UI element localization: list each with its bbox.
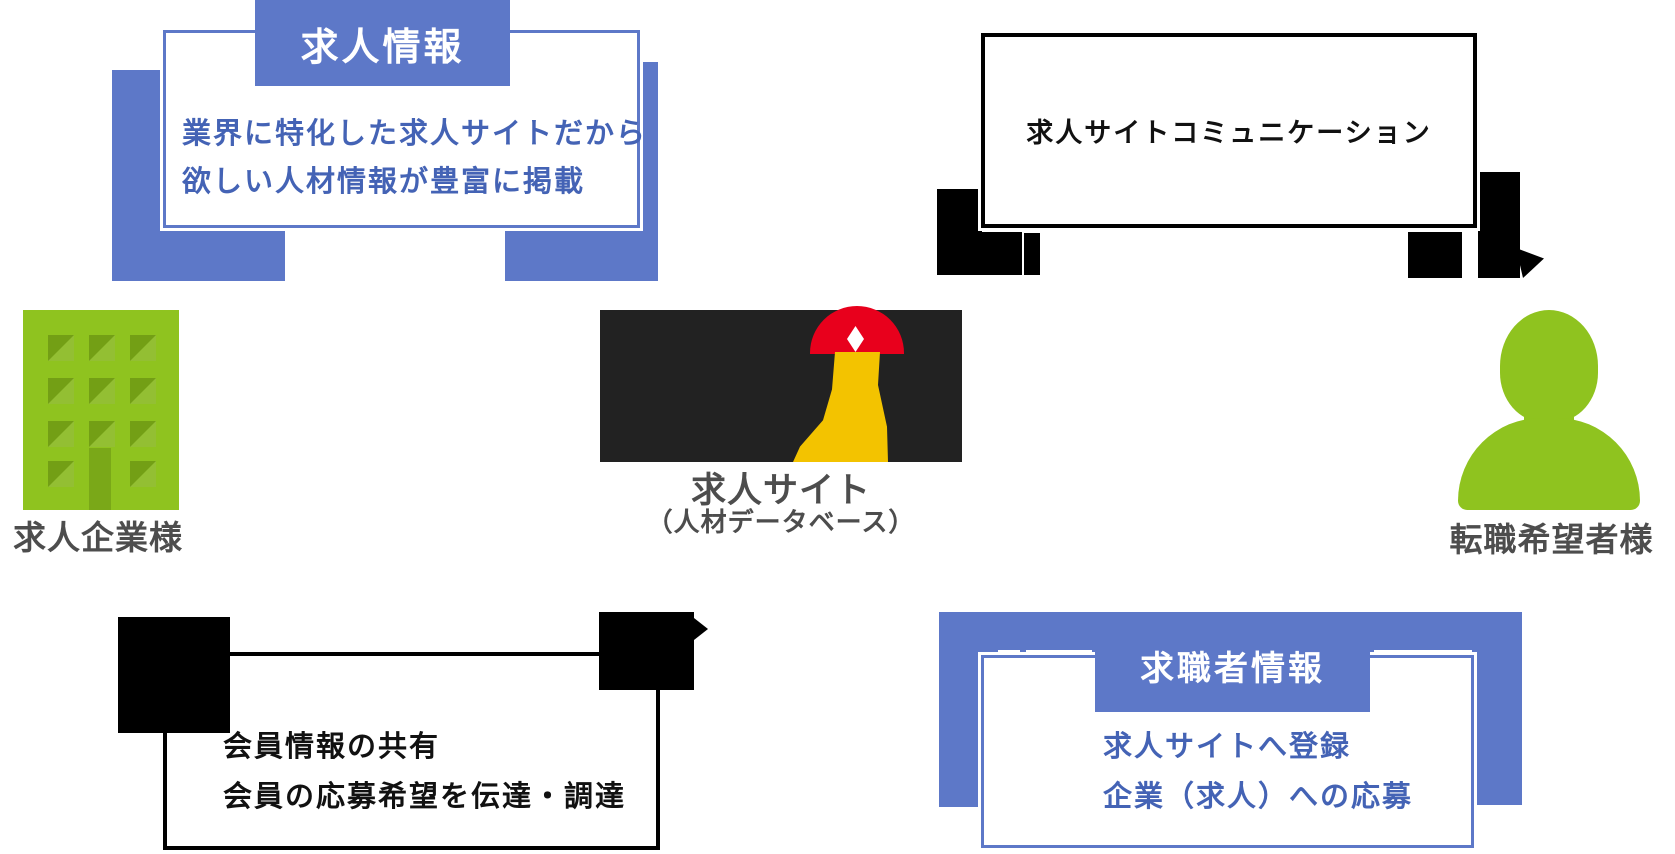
flow-arrow-site-to-candidate-left-bar	[937, 189, 982, 275]
flow-arrow-site-to-candidate-small-bar	[1024, 233, 1040, 275]
building-window	[89, 421, 115, 447]
company-label: 求人企業様	[13, 519, 183, 556]
building-window	[130, 421, 156, 447]
building-window	[130, 461, 156, 487]
site-communication-title: 求人サイトコミュニケーション	[1026, 118, 1432, 148]
flow-arrow-site-to-candidate-right-stub	[1408, 232, 1462, 278]
person-shoulders	[1458, 418, 1640, 510]
job-info-card-title: 求人情報	[300, 26, 465, 69]
flow-arrow-site-to-company-right-block	[599, 612, 694, 690]
building-window	[130, 335, 156, 361]
job-site-logo	[600, 310, 962, 462]
job-info-card	[163, 30, 640, 228]
flow-arrow-site-to-candidate-left-stub	[982, 232, 1022, 275]
flow-arrow-site-to-candidate-tip	[1516, 248, 1544, 278]
job-site-logo-flame-icon	[847, 326, 864, 352]
building-window	[130, 378, 156, 404]
member-info-line-1: 会員情報の共有	[223, 731, 441, 763]
building-window	[48, 421, 74, 447]
member-info-card	[163, 652, 660, 850]
site-communication-card: 求人サイトコミュニケーション	[981, 33, 1477, 228]
flow-arrow-site-to-company-left-bar	[118, 617, 230, 733]
flow-arrow-candidate-to-site-right-leg	[1474, 612, 1522, 805]
job-seeker-line-2: 企業（求人）への応募	[1103, 781, 1414, 813]
job-info-card-lines: 業界に特化した求人サイトだから 欲しい人材情報が豊富に掲載	[182, 110, 648, 206]
building-window	[48, 461, 74, 487]
flow-arrow-site-to-candidate-right-bar	[1478, 172, 1520, 278]
divider-dash	[1374, 650, 1472, 654]
member-info-card-lines: 会員情報の共有 会員の応募希望を伝達・調達	[223, 722, 653, 822]
site-label-line2: （人材データベース）	[646, 507, 916, 537]
divider-dash	[1026, 650, 1092, 654]
job-info-line-1: 業界に特化した求人サイトだから	[182, 118, 648, 150]
site-label-line1: 求人サイト	[690, 471, 871, 510]
job-seeker-line-1: 求人サイトへ登録	[1103, 731, 1352, 763]
building-icon	[23, 310, 179, 510]
flow-arrow-candidate-to-site-left-leg	[939, 612, 979, 807]
building-window	[89, 335, 115, 361]
member-info-line-2: 会員の応募希望を伝達・調達	[223, 781, 627, 813]
job-seeker-card-lines: 求人サイトへ登録 企業（求人）への応募	[1103, 722, 1463, 822]
job-info-card-title-banner: 求人情報	[255, 0, 510, 86]
building-door	[89, 448, 111, 510]
job-seeker-card-title: 求職者情報	[1140, 649, 1325, 688]
building-window	[89, 378, 115, 404]
job-info-line-2: 欲しい人材情報が豊富に掲載	[182, 166, 586, 198]
person-icon	[1458, 310, 1640, 510]
candidate-label: 転職希望者様	[1449, 521, 1654, 558]
building-window	[48, 378, 74, 404]
divider-dash	[998, 650, 1020, 654]
flow-arrow-site-to-company-tip	[694, 618, 708, 640]
building-window	[48, 335, 74, 361]
job-seeker-card-title-banner: 求職者情報	[1095, 612, 1370, 712]
